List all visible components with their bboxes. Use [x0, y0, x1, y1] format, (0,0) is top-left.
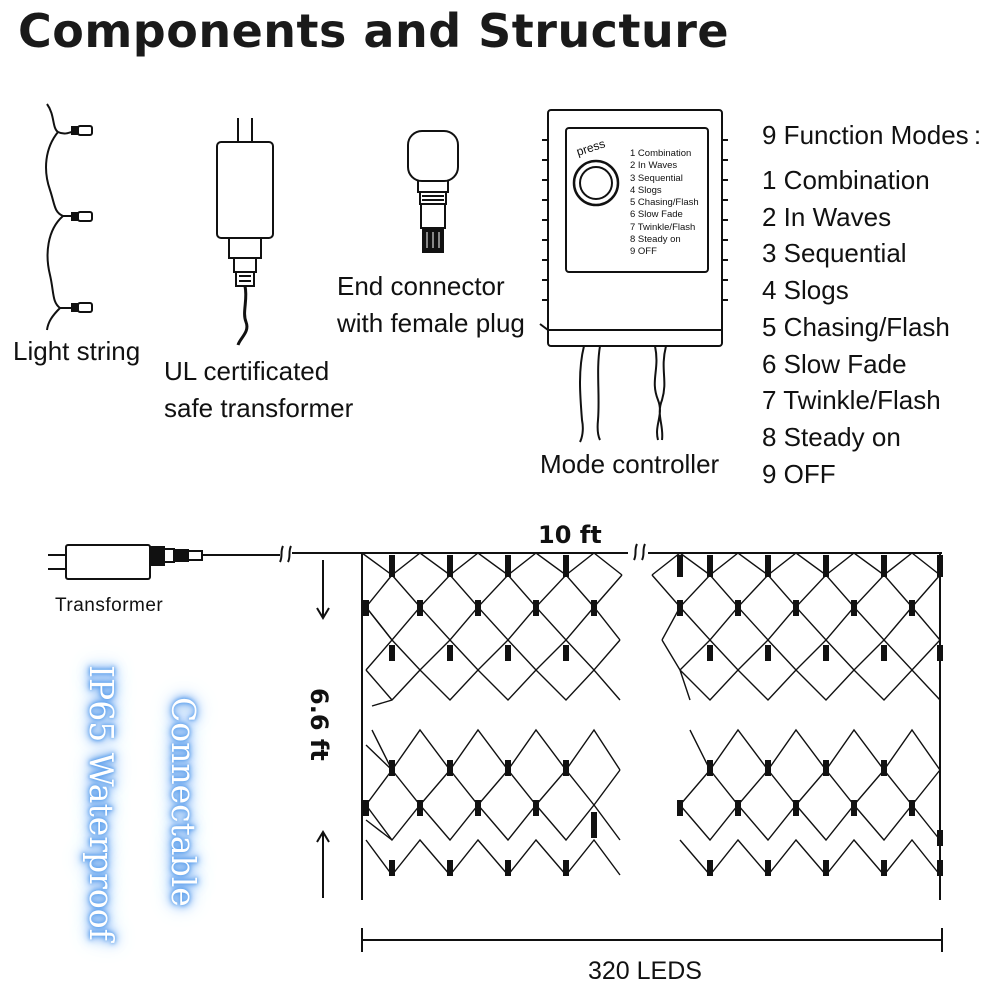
function-mode-item: 4 Slogs	[762, 275, 849, 306]
function-mode-item: 9 OFF	[762, 458, 836, 489]
controller-mode: 3 Sequential	[630, 172, 683, 184]
controller-mode: 8 Steady on	[630, 234, 681, 246]
controller-mode: 6 Slow Fade	[630, 209, 683, 221]
transformer-label-line2: safe transformer	[164, 393, 354, 423]
function-mode-item: 2 In Waves	[762, 201, 892, 232]
transformer-caption: Transformer	[55, 595, 164, 616]
function-mode-item: 7 Twinkle/Flash	[762, 385, 941, 416]
controller-mode: 9 OFF	[630, 246, 657, 258]
press-label: press	[575, 136, 607, 158]
controller-mode-list: 1 Combination 2 In Waves 3 Sequential 4 …	[630, 148, 699, 259]
function-mode-item: 1 Combination	[762, 165, 930, 195]
light-string-icon	[45, 103, 93, 331]
controller-mode: 1 Combination	[630, 148, 692, 159]
led-count-label: 320 LEDS	[588, 957, 702, 985]
controller-mode: 5 Chasing/Flash	[630, 197, 699, 209]
bottom-transformer-icon	[48, 543, 942, 580]
function-mode-item: 6 Slow Fade	[762, 348, 907, 379]
end-connector-icon	[407, 130, 459, 253]
controller-mode: 4 Slogs	[630, 184, 662, 196]
light-string-label: Light string	[13, 336, 141, 366]
transformer-label-line1: UL certificated	[164, 356, 330, 386]
controller-mode: 2 In Waves	[630, 160, 678, 172]
page-title: Components and Structure	[18, 4, 730, 58]
connector-label-line2: with female plug	[337, 308, 525, 338]
connectable-badge: Connectable	[164, 697, 203, 907]
controller-mode: 7 Twinkle/Flash	[630, 221, 696, 233]
waterproof-badge: IP65 Waterproof	[82, 665, 121, 941]
function-mode-item: 8 Steady on	[762, 421, 901, 452]
mode-controller-label: Mode controller	[540, 449, 720, 479]
height-label: 6.6 ft	[305, 688, 333, 761]
function-mode-item: 3 Sequential	[762, 238, 907, 269]
led-bulbs	[363, 555, 943, 876]
function-modes-title: 9 Function Modes :	[762, 120, 982, 150]
connector-label-line1: End connector	[337, 271, 505, 301]
width-label: 10 ft	[538, 521, 602, 549]
mode-controller-icon	[539, 109, 728, 443]
adapter-icon	[216, 118, 274, 346]
function-mode-item: 5 Chasing/Flash	[762, 311, 950, 342]
function-modes-list: 1 Combination 2 In Waves 3 Sequential 4 …	[762, 162, 950, 492]
